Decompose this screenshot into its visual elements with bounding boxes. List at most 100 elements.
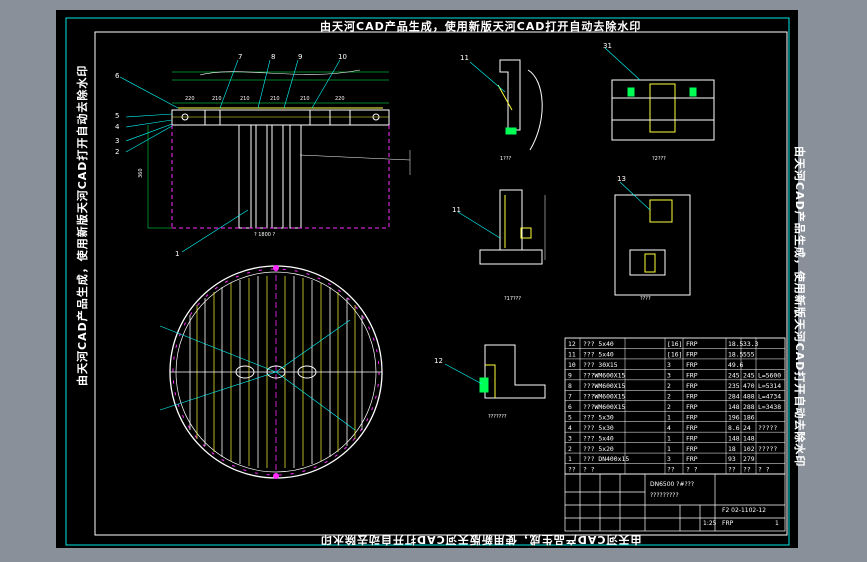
bom-cell-unit: 18	[728, 445, 736, 453]
callout-12: 12	[434, 357, 443, 365]
bom-cell-note: ? ?	[758, 466, 770, 474]
bom-cell-unit: 18.5	[728, 340, 744, 348]
bom-cell-material: FRP	[686, 382, 698, 390]
bom-cell-qty: ??	[667, 466, 675, 474]
drawing-scale: 1:25	[703, 520, 717, 527]
bom-cell-unit: 196	[728, 413, 740, 421]
watermark-top: 由天河CAD产品生成，使用新版天河CAD打开自动去除水印	[320, 20, 642, 33]
bom-cell-name: ??? 5x30	[583, 413, 614, 421]
bom-cell-total: 488	[743, 392, 755, 400]
callout-11b: 11	[452, 206, 461, 214]
bom-cell-name: ??? 5x40	[583, 434, 614, 442]
bom-cell-unit: 93	[728, 455, 736, 463]
bom-cell-material: FRP	[686, 361, 698, 369]
callout-labels: 6 5 4 3 2 1 7 8 9 10 11 11 12 13 31	[115, 42, 626, 365]
bom-cell-no: 6	[568, 403, 572, 411]
dim-chain-6: 220	[335, 96, 345, 102]
bom-cell-no: ??	[568, 466, 576, 474]
detail-mid-left-label: ?17???	[504, 296, 521, 302]
bom-cell-name: ??? 5x30	[583, 424, 614, 432]
bom-cell-no: 2	[568, 445, 572, 453]
detail-top-left	[469, 59, 543, 151]
bom-cell-material: FRP	[686, 424, 698, 432]
dim-height: 360	[138, 168, 144, 178]
detail-bottom-small-label: ???????	[488, 414, 507, 420]
callout-6: 6	[115, 72, 120, 80]
bom-cell-name: ??? 5x40	[583, 340, 614, 348]
bom-cell-no: 7	[568, 392, 572, 400]
bom-cell-material: FRP	[686, 413, 698, 421]
drawing-material: FRP	[722, 520, 734, 527]
bom-cell-qty: 3	[667, 361, 671, 369]
bom-cell-name: ??? 5x40	[583, 351, 614, 359]
callout-1: 1	[175, 250, 179, 258]
bom-cell-no: 9	[568, 372, 572, 380]
callout-8: 8	[271, 53, 275, 61]
bom-cell-material: FRP	[686, 340, 698, 348]
bom-cell-unit: 235	[728, 382, 740, 390]
watermark-bottom: 由天河CAD产品生成，使用新版天河CAD打开自动去除水印	[320, 533, 642, 546]
bom-cell-note: L=5600	[758, 372, 781, 380]
callout-2: 2	[115, 148, 119, 156]
bom-cell-qty: [16]	[667, 351, 682, 359]
bom-cell-unit: 148	[728, 434, 740, 442]
bom-cell-qty: 2	[667, 382, 671, 390]
bom-cell-total: 288	[743, 403, 755, 411]
bom-cell-note: ?????	[758, 424, 777, 432]
callout-5: 5	[115, 112, 119, 120]
drawing-number: F2 02-1102-12	[722, 507, 766, 514]
bom-cell-no: 11	[568, 351, 576, 359]
dimension-texts: ? 1800 ? 360 220 210 210 210 210 220	[138, 96, 345, 238]
callout-4: 4	[115, 123, 120, 131]
bom-cell-material: FRP	[686, 445, 698, 453]
bom-cell-total: 470	[743, 382, 755, 390]
bom-cell-no: 4	[568, 424, 572, 432]
callout-31: 31	[603, 42, 612, 50]
bom-cell-unit: 245	[728, 372, 740, 380]
title-block	[564, 473, 786, 532]
bom-cell-qty: 1	[667, 445, 671, 453]
outer-border	[65, 17, 790, 546]
bom-cell-total: 245	[743, 372, 755, 380]
drawing-sheet: 1	[775, 520, 779, 527]
dim-chain-3: 210	[240, 96, 250, 102]
bom-cell-note: L=5314	[758, 382, 781, 390]
bom-cell-total: 279	[743, 455, 755, 463]
detail-mid-right	[614, 181, 691, 296]
bom-cell-total: 555	[743, 351, 755, 359]
callout-7: 7	[238, 53, 242, 61]
bom-cell-total: ??	[743, 466, 751, 474]
bom-cell-qty: 2	[667, 392, 671, 400]
callout-11a: 11	[460, 54, 469, 62]
detail-bottom-small	[444, 344, 546, 399]
callout-9: 9	[298, 53, 302, 61]
bom-cell-unit: 148	[728, 403, 740, 411]
bom-cell-total: 102	[743, 445, 755, 453]
drawing-title: DN6500 ?#???	[650, 481, 694, 488]
bom-cell-note: L=3438	[758, 403, 781, 411]
bom-cell-unit: 18.5	[728, 351, 744, 359]
detail-mid-left	[457, 189, 546, 265]
bom-cell-name: ???WM600X15	[583, 382, 625, 390]
bom-cell-material: FRP	[686, 455, 698, 463]
bom-cell-total: 148	[743, 434, 755, 442]
bom-cell-name: ???WM600X15	[583, 392, 625, 400]
detail-top-right	[604, 47, 715, 141]
bom-cell-no: 1	[568, 455, 572, 463]
bom-cell-no: 8	[568, 382, 572, 390]
bom-cell-name: ???WM600X15	[583, 403, 625, 411]
plan-view	[159, 265, 383, 479]
bom-cell-material: FRP	[686, 434, 698, 442]
bom-cell-material: FRP	[686, 372, 698, 380]
bom-cell-note: L=4734	[758, 392, 781, 400]
bom-cell-unit: 49.6	[728, 361, 744, 369]
watermark-left: 由天河CAD产品生成，使用新版天河CAD打开自动去除水印	[76, 64, 89, 386]
dim-chain-1: 220	[185, 96, 195, 102]
detail-mid-right-label: ????	[640, 296, 651, 302]
bom-cell-no: 12	[568, 340, 576, 348]
cad-viewport[interactable]	[56, 10, 798, 548]
bom-cell-qty: 1	[667, 434, 671, 442]
bom-cell-name: ??? 5x20	[583, 445, 614, 453]
bom-cell-name: ? ?	[583, 466, 595, 474]
